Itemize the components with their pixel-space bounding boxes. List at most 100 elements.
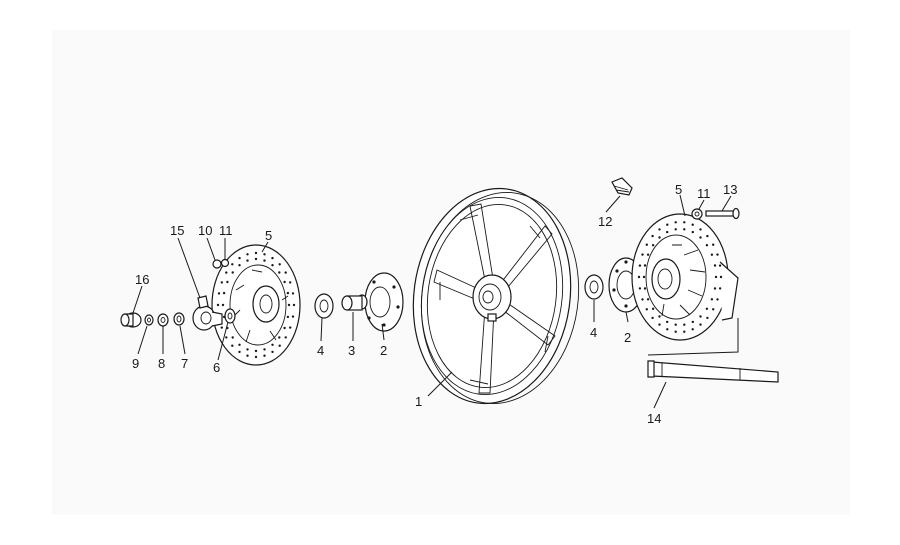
right-brake-disc-part xyxy=(631,213,739,341)
disc-hole xyxy=(651,316,654,320)
disc-hole xyxy=(712,243,715,246)
disc-hole xyxy=(271,264,274,267)
disc-hole xyxy=(651,307,655,310)
label-part-10: 10 xyxy=(198,223,212,238)
disc-hole xyxy=(705,307,709,310)
disc-hole xyxy=(699,236,702,239)
disc-hole xyxy=(706,316,709,320)
disc-hole xyxy=(231,271,234,274)
speedo-drive-part xyxy=(192,295,223,331)
label-part-2-right: 2 xyxy=(624,330,631,345)
disc-hole xyxy=(674,221,677,224)
disc-hole xyxy=(216,303,220,307)
disc-hole xyxy=(254,355,258,359)
part-number-labels: 1 2 3 4 5 6 7 8 9 10 11 15 16 4 2 5 12 1… xyxy=(132,182,737,426)
disc-hole xyxy=(658,228,661,231)
disc-hole xyxy=(225,271,228,274)
ring-part xyxy=(224,308,236,324)
disc-hole xyxy=(254,257,258,261)
disc-hole xyxy=(699,315,702,318)
disc-hole xyxy=(292,303,296,307)
disc-hole xyxy=(263,253,266,256)
disc-hole xyxy=(643,287,647,290)
label-part-13: 13 xyxy=(723,182,737,197)
disc-hole xyxy=(271,343,274,346)
disc-hole xyxy=(238,343,241,346)
label-part-9: 9 xyxy=(132,356,139,371)
disc-hole xyxy=(705,244,709,247)
disc-hole xyxy=(714,275,718,279)
disc-hole xyxy=(718,287,722,290)
label-part-14: 14 xyxy=(647,411,661,426)
disc-hole xyxy=(217,292,221,295)
disc-hole xyxy=(691,328,694,331)
disc-hole xyxy=(691,320,694,324)
disc-hole xyxy=(263,348,266,351)
disc-hole xyxy=(283,326,286,330)
disc-hole xyxy=(271,350,274,354)
disc-hole xyxy=(263,354,266,357)
label-part-3: 3 xyxy=(348,343,355,358)
disc-hole xyxy=(666,230,669,234)
disc-hole xyxy=(231,263,234,266)
disc-hole xyxy=(658,236,661,239)
disc-hole xyxy=(278,271,281,274)
disc-hole xyxy=(254,349,258,353)
disc-hole xyxy=(638,264,642,267)
disc-hole xyxy=(641,298,644,301)
disc-hole xyxy=(283,280,286,284)
disc-hole xyxy=(238,264,241,267)
disc-hole xyxy=(642,275,646,279)
disc-hole xyxy=(641,253,644,256)
disc-hole xyxy=(716,298,719,301)
disc-hole xyxy=(284,271,287,274)
disc-hole xyxy=(683,228,686,231)
left-nut-11-part xyxy=(220,258,230,268)
disc-hole xyxy=(231,336,234,339)
disc-hole xyxy=(246,253,249,256)
label-part-6: 6 xyxy=(213,360,220,375)
disc-hole xyxy=(278,336,281,339)
disc-hole xyxy=(683,330,686,333)
label-part-11-right: 11 xyxy=(697,186,711,201)
disc-hole xyxy=(284,336,287,339)
disc-hole xyxy=(646,253,650,256)
disc-hole xyxy=(643,264,647,267)
disc-hole xyxy=(638,287,642,290)
disc-hole xyxy=(238,256,241,260)
disc-hole xyxy=(263,259,266,262)
disc-hole xyxy=(291,315,295,318)
disc-hole xyxy=(278,263,281,266)
disc-hole xyxy=(225,336,228,339)
disc-hole xyxy=(646,298,650,301)
disc-hole xyxy=(637,275,641,279)
disc-hole xyxy=(718,264,722,267)
disc-hole xyxy=(286,291,290,295)
disc-hole xyxy=(220,281,223,284)
washer-8-part xyxy=(157,313,169,327)
disc-hole xyxy=(221,303,225,307)
right-bearing-part xyxy=(584,274,604,300)
disc-hole xyxy=(651,234,654,238)
disc-hole xyxy=(713,264,717,267)
disc-hole xyxy=(231,344,234,347)
wheel-rim-part xyxy=(412,187,580,405)
disc-hole xyxy=(719,275,723,279)
label-part-12: 12 xyxy=(598,214,612,229)
left-flange-part xyxy=(364,272,404,332)
disc-hole xyxy=(713,287,717,290)
disc-hole xyxy=(658,315,661,318)
disc-hole xyxy=(716,253,719,256)
left-nut-10-part xyxy=(212,259,222,269)
bolt-part xyxy=(705,207,740,220)
disc-hole xyxy=(710,253,714,256)
label-part-15: 15 xyxy=(170,223,184,238)
right-nut-part xyxy=(691,208,703,220)
label-part-16: 16 xyxy=(135,272,149,287)
disc-hole xyxy=(278,344,281,347)
disc-hole xyxy=(651,244,655,247)
disc-hole xyxy=(220,326,223,329)
disc-hole xyxy=(683,221,686,224)
left-bearing-part xyxy=(314,293,334,319)
